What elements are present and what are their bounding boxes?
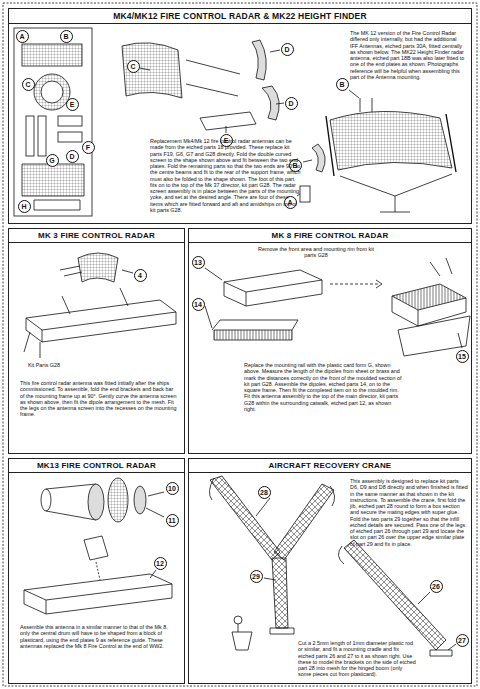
instruction-text: This assembly is designed to replace kit… — [350, 478, 468, 547]
mk4-assembly — [297, 90, 456, 212]
callout-number: C — [22, 78, 35, 91]
instruction-text: This fire control radar antenna was fitt… — [20, 380, 178, 418]
callout-number: D — [285, 97, 298, 110]
callout-number: H — [18, 200, 31, 213]
instruction-text: Assemble this antenna in a similar manne… — [20, 624, 178, 649]
crane — [209, 476, 456, 656]
instruction-panel: MK 8 FIRE CONTROL RADAR — [188, 228, 472, 454]
callout-number: 28 — [258, 486, 271, 499]
callout-number: B — [60, 30, 73, 43]
panel-heading: MK 3 FIRE CONTROL RADAR — [9, 229, 184, 243]
instruction-panel: MK 3 FIRE CONTROL RADAR — [8, 228, 185, 454]
mk3-parts — [24, 253, 176, 358]
callout-number: B — [336, 78, 349, 91]
callout-number: 12 — [154, 557, 167, 570]
etch-sheet — [14, 28, 92, 216]
instruction-text: Replacement Mk4/Mk 12 fire control radar… — [150, 138, 302, 213]
instruction-text: Cut a 2.5mm length of 1mm diameter plast… — [298, 640, 416, 678]
mk4-parts — [122, 40, 284, 133]
mk8-parts — [205, 258, 470, 356]
callout-number: 14 — [192, 298, 205, 311]
callout-number: 11 — [166, 514, 179, 527]
panel-heading: MK13 FIRE CONTROL RADAR — [9, 459, 184, 473]
panel-heading: MK 8 FIRE CONTROL RADAR — [189, 229, 471, 243]
part-note: Kit Parts G28 — [14, 362, 74, 368]
page-frame — [3, 3, 477, 686]
callout-number: D — [281, 43, 294, 56]
callout-number: C — [127, 60, 140, 73]
callout-number: 15 — [456, 350, 469, 363]
mk13-parts — [24, 478, 172, 614]
instruction-panel: MK13 FIRE CONTROL RADAR — [8, 458, 185, 684]
callout-number: E — [66, 98, 79, 111]
callout-number: F — [82, 141, 95, 154]
instruction-text: Replace the mounting rail with the plast… — [244, 362, 404, 412]
callout-number: 26 — [430, 580, 443, 593]
panel-heading: MK4/MK12 FIRE CONTROL RADAR & MK22 HEIGH… — [9, 9, 471, 24]
callout-number: 29 — [250, 570, 263, 583]
callout-number: 13 — [192, 256, 205, 269]
instruction-text: The MK 12 version of the Fire Control Ra… — [350, 30, 466, 80]
callout-number: 10 — [166, 482, 179, 495]
callout-number: G — [46, 154, 59, 167]
part-note: Remove the front area and mounting rim f… — [256, 246, 376, 259]
callout-number: 4 — [134, 269, 147, 282]
panel-heading: AIRCRAFT RECOVERY CRANE — [189, 459, 471, 473]
callout-number: A — [16, 30, 29, 43]
callout-number: 27 — [456, 634, 469, 647]
callout-number: D — [66, 150, 79, 163]
